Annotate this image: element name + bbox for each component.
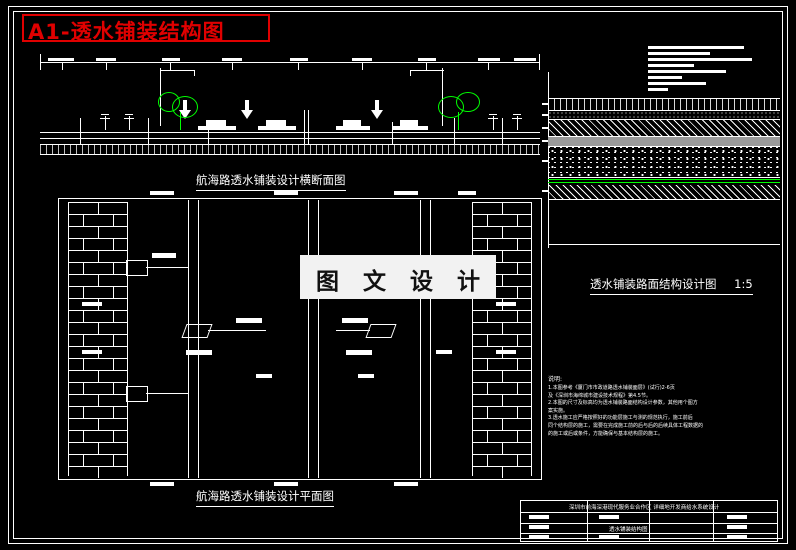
shrub-icon xyxy=(488,110,498,130)
vehicle-icon xyxy=(258,118,296,132)
note-line: 案实施。 xyxy=(548,407,569,414)
page-title: A1-透水铺装结构图 xyxy=(28,20,225,44)
watermark-background xyxy=(300,255,496,299)
pavement-scale: 1:5 xyxy=(734,277,753,291)
watermark-text: 图 文 设 计 xyxy=(316,269,489,295)
pavement-caption-text: 透水铺装路面结构设计图 xyxy=(590,277,717,291)
section-caption: 航海路透水铺装设计横断面图 xyxy=(196,172,346,191)
tree-icon xyxy=(438,92,482,130)
title-box xyxy=(22,14,270,42)
shrub-icon xyxy=(124,110,134,130)
vehicle-icon xyxy=(198,118,236,132)
plan-caption: 航海路透水铺装设计平面图 xyxy=(196,488,334,507)
direction-arrow-far xyxy=(370,100,384,120)
callout-box xyxy=(126,260,148,276)
titleblock-project: 深圳市前海深港现代服务业合作区 详细地开发商给水系统设计 xyxy=(569,505,720,511)
notes-block: 说明: 1.本图参考《厦门市市政道路透水铺装面层》(试行)2-6页 及《深圳市海… xyxy=(548,374,748,438)
notes-heading: 说明: xyxy=(548,376,563,383)
pavement-plan-view xyxy=(58,191,542,486)
pavement-structure-detail xyxy=(542,72,780,252)
sheet-border-inner xyxy=(13,11,783,539)
road-cross-section xyxy=(40,48,540,158)
sheet-border-outer xyxy=(8,6,788,544)
node-marker xyxy=(365,324,397,338)
legend-bar-block xyxy=(648,44,768,96)
callout-box xyxy=(126,386,148,402)
vehicle-icon xyxy=(336,118,370,132)
title-block: 深圳市前海深港现代服务业合作区 详细地开发商给水系统设计 透水铺装结构图 xyxy=(520,500,778,542)
note-line: 3.透水施工应严格按照好的功能层施工与测的规范执行，施工前后 xyxy=(548,415,693,422)
pavement-caption: 透水铺装路面结构设计图 1:5 xyxy=(590,276,753,295)
titleblock-sheet-name: 透水铺装结构图 xyxy=(609,527,648,533)
note-line: 及《深圳市海绵城市建设技术规程》第4.5节。 xyxy=(548,392,651,399)
note-line: 1.本图参考《厦门市市政道路透水铺装面层》(试行)2-6页 xyxy=(548,385,675,391)
direction-arrow-right xyxy=(240,100,254,120)
shrub-icon xyxy=(512,110,522,130)
tree-icon xyxy=(158,92,200,130)
vehicle-icon xyxy=(392,118,428,132)
shrub-icon xyxy=(100,110,110,130)
node-marker xyxy=(181,324,213,338)
brick-wall-right xyxy=(472,202,532,478)
note-line: 2.本图的尺寸及标高均为透水铺装路面结构设计参数，其他用个图方 xyxy=(548,400,698,407)
note-line: 同个结构层的施工，需要在完成施工前的后与后的后续具体工程数据的 xyxy=(548,422,704,429)
note-line: 的施工或后或条件，方能确保与基本结构层的施工。 xyxy=(548,430,664,437)
brick-wall-left xyxy=(68,202,128,478)
